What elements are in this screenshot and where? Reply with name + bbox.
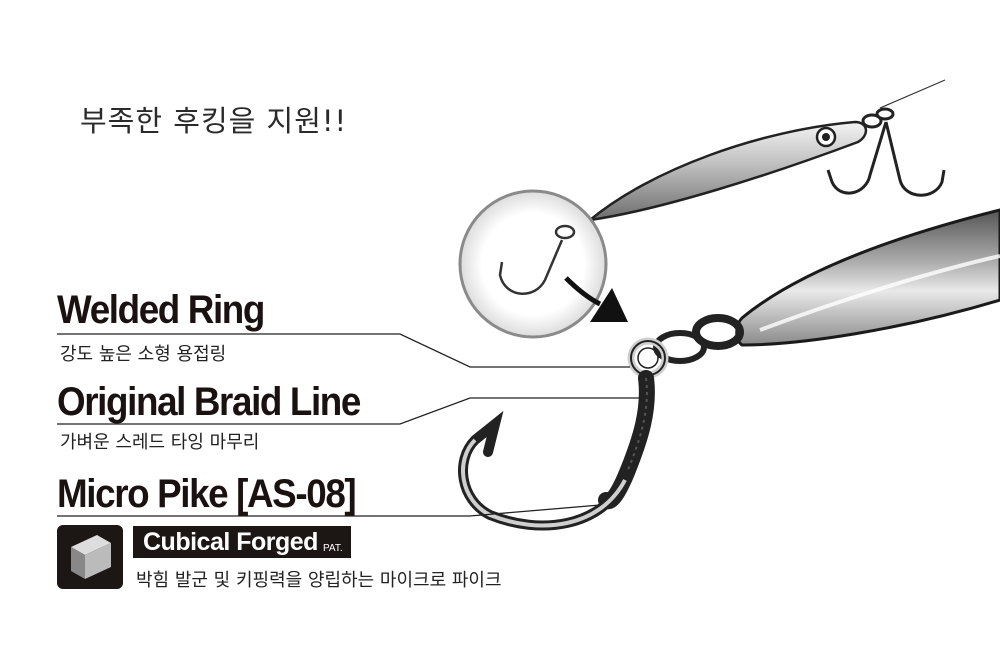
- forged-pat: PAT.: [322, 543, 343, 554]
- cubical-forged-badge: Cubical Forged PAT.: [133, 526, 351, 558]
- arrow-icon: [564, 276, 628, 322]
- feature-subtitle-braid-line: 가벼운 스레드 타잉 마무리: [60, 432, 260, 453]
- jig-illustration: [569, 79, 946, 233]
- headline: 부족한 후킹을 지원!!: [80, 104, 348, 138]
- feature-subtitle-welded-ring: 강도 높은 소형 용접링: [60, 344, 227, 365]
- feature-title-micro-pike: Micro Pike [AS-08]: [57, 472, 357, 516]
- feature-title-braid-line: Original Braid Line: [57, 380, 361, 424]
- zoom-circle-icon: [458, 189, 608, 339]
- cubical-square-icon: [57, 525, 123, 589]
- forged-label: Cubical Forged: [143, 528, 318, 556]
- leader-lines: [57, 333, 640, 517]
- hook-illustration: [458, 208, 1000, 531]
- feature-title-welded-ring: Welded Ring: [57, 288, 265, 332]
- forged-description: 박힘 발군 및 키핑력을 양립하는 마이크로 파이크: [136, 570, 502, 591]
